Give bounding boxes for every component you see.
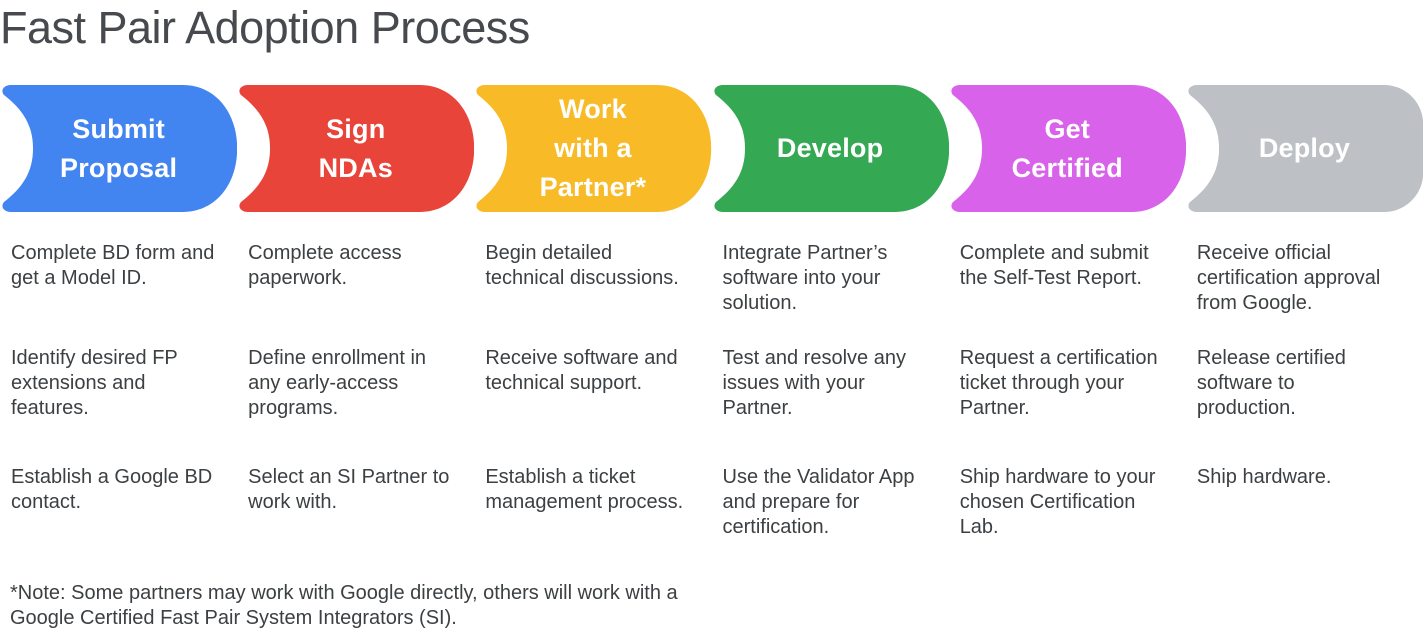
stage-shape-path bbox=[239, 85, 475, 212]
step-cell: Ship hardware to your chosen Certificati… bbox=[959, 466, 1156, 538]
stage-label-deploy: Deploy bbox=[1258, 133, 1351, 163]
stage-label-develop: Develop bbox=[776, 133, 884, 163]
step-row-2: Identify desired FP extensions and featu… bbox=[0, 346, 1423, 421]
stage-shape-path bbox=[2, 85, 238, 212]
step-row-1: Complete BD form and get a Model ID. Com… bbox=[0, 241, 1423, 316]
step-cell: Identify desired FP extensions and featu… bbox=[11, 347, 178, 419]
step-cell: Test and resolve any issues with your Pa… bbox=[722, 347, 906, 419]
stage-shape bbox=[713, 85, 949, 212]
stage-shape bbox=[951, 85, 1186, 212]
stage-work-with-partner: Work with a Partner* bbox=[474, 85, 712, 212]
stage-shape bbox=[1188, 85, 1423, 212]
step-cell: Release certified software to production… bbox=[1196, 347, 1346, 419]
step-cell: Receive software and technical support. bbox=[485, 347, 678, 394]
stage-label-work-with-partner: Work with a Partner* bbox=[539, 94, 647, 202]
footnote: *Note: Some partners may work with Googl… bbox=[10, 582, 678, 629]
process-band: Submit Proposal Sign NDAs Work with a Pa… bbox=[0, 85, 1423, 212]
step-cell: Request a certification ticket through y… bbox=[959, 347, 1158, 419]
step-cell: Establish a ticket management process. bbox=[485, 466, 684, 513]
stage-label-sign-ndas: Sign NDAs bbox=[318, 113, 393, 183]
step-cell: Begin detailed technical discussions. bbox=[485, 242, 679, 289]
step-cell: Integrate Partner’s software into your s… bbox=[722, 242, 888, 314]
step-cell: Complete and submit the Self-Test Report… bbox=[959, 242, 1149, 289]
stage-label-submit-proposal: Submit Proposal bbox=[60, 113, 178, 183]
stage-shape bbox=[2, 85, 238, 212]
stage-submit-proposal: Submit Proposal bbox=[0, 85, 238, 212]
step-row-3: Establish a Google BD contact. Select an… bbox=[0, 465, 1423, 540]
stage-develop: Develop bbox=[712, 85, 949, 212]
step-cell: Complete BD form and get a Model ID. bbox=[11, 242, 215, 289]
step-cell: Ship hardware. bbox=[1196, 466, 1332, 488]
stage-deploy: Deploy bbox=[1186, 85, 1423, 212]
stage-label-get-certified: Get Certified bbox=[1011, 113, 1123, 183]
stage-shape-path bbox=[476, 85, 712, 212]
stage-sign-ndas: Sign NDAs bbox=[237, 85, 475, 212]
step-cell: Receive official certification approval … bbox=[1196, 242, 1381, 314]
step-cell: Select an SI Partner to work with. bbox=[248, 466, 450, 513]
stage-shape-path bbox=[713, 85, 949, 212]
step-cell: Define enrollment in any early-access pr… bbox=[248, 347, 427, 419]
stage-shape bbox=[239, 85, 475, 212]
stage-shape-path bbox=[951, 85, 1186, 212]
page-title: Fast Pair Adoption Process bbox=[0, 2, 530, 53]
stage-shape-path bbox=[1188, 85, 1423, 212]
step-cell: Complete access paperwork. bbox=[248, 242, 402, 289]
step-cell: Establish a Google BD contact. bbox=[11, 466, 213, 513]
stage-get-certified: Get Certified bbox=[949, 85, 1186, 212]
step-cell: Use the Validator App and prepare for ce… bbox=[722, 466, 915, 538]
stage-shape bbox=[476, 85, 712, 212]
